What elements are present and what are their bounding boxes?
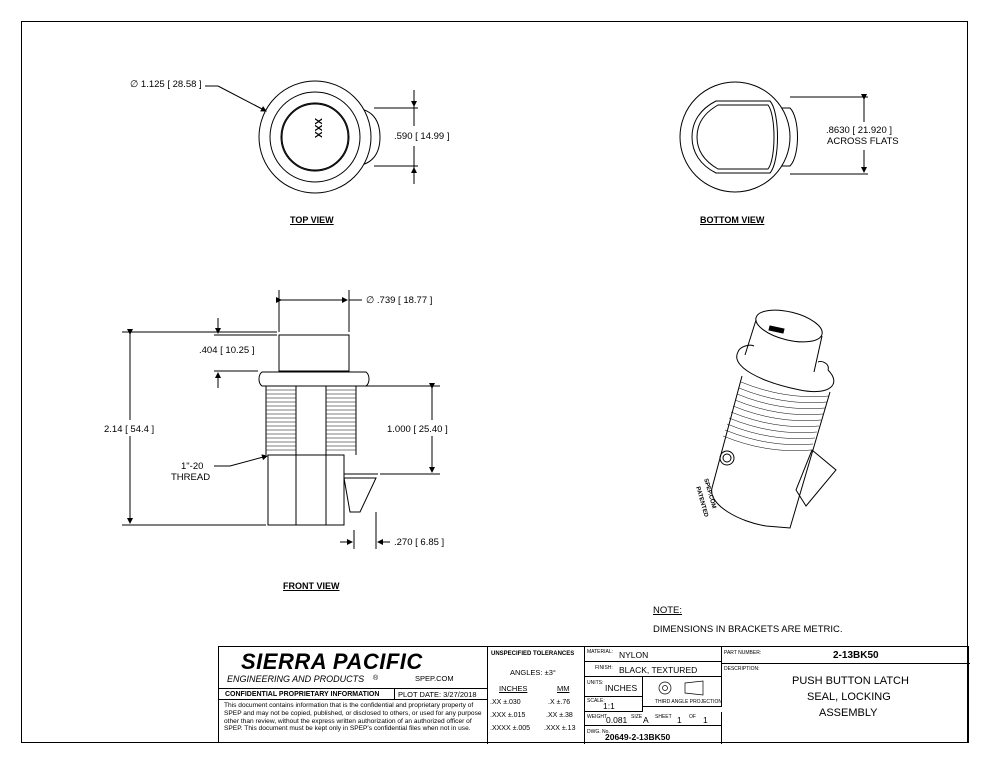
front-view-thread-callout: 1"-20 xyxy=(181,461,204,472)
description-cell: DESCRIPTION: PUSH BUTTON LATCH SEAL, LOC… xyxy=(722,664,970,744)
description-label: DESCRIPTION: xyxy=(724,666,760,672)
front-view-thread-label: THREAD xyxy=(171,472,211,483)
part-number-label: PART NUMBER: xyxy=(724,650,762,656)
front-view-threads-left xyxy=(265,386,297,455)
projection-cell: THIRD ANGLE PROJECTION xyxy=(643,677,722,707)
tolerance-inch-row: .XXXX ±.005 xyxy=(490,725,531,732)
front-view-tab-dim: .270 [ 6.85 ] xyxy=(394,537,445,548)
company-subtitle: ENGINEERING AND PRODUCTS xyxy=(227,674,365,684)
note-text: DIMENSIONS IN BRACKETS ARE METRIC. xyxy=(653,624,843,635)
top-view-cap xyxy=(280,102,350,172)
iso-cap xyxy=(744,319,823,373)
iso-flange xyxy=(736,351,835,393)
front-view-title: FRONT VIEW xyxy=(283,581,340,591)
front-view-thread-lines xyxy=(266,389,356,451)
tolerance-mm-row: .XX ±.38 xyxy=(546,712,573,719)
bottom-view-flats-label: ACROSS FLATS xyxy=(827,136,899,147)
tolerances-heading: UNSPECIFIED TOLERANCES xyxy=(491,651,575,657)
bottom-view-drawing xyxy=(679,81,868,193)
size-value: A xyxy=(643,715,649,725)
description-line: SEAL, LOCKING xyxy=(807,691,891,703)
note-heading: NOTE: xyxy=(653,605,683,616)
confidential-text: This document contains information that … xyxy=(224,702,482,733)
dwg-number: 20649-2-13BK50 xyxy=(605,732,671,742)
front-view-tab xyxy=(343,477,377,513)
tolerance-inch-row: .XX ±.030 xyxy=(490,699,521,706)
front-view-lower-body xyxy=(267,454,345,526)
registered-mark-icon: ® xyxy=(373,675,379,682)
top-view-flange xyxy=(258,80,372,194)
bottom-view-title: BOTTOM VIEW xyxy=(700,215,765,225)
tolerances-inches-label: INCHES xyxy=(499,684,528,693)
top-view-body xyxy=(269,91,361,183)
isometric-view-drawing xyxy=(711,309,837,529)
third-angle-projection-icon xyxy=(658,680,704,696)
tolerance-mm-row: .X ±.76 xyxy=(548,699,571,706)
tolerances-mm-label: MM xyxy=(557,684,570,693)
tolerance-mm-row: .XXX ±.13 xyxy=(544,725,576,732)
weight-value: 0.081 xyxy=(606,715,628,725)
finish-value: BLACK, TEXTURED xyxy=(619,665,698,675)
plot-date: PLOT DATE: 3/27/2018 xyxy=(398,690,477,699)
part-number: 2-13BK50 xyxy=(833,650,879,661)
finish-label: FINISH: xyxy=(595,665,613,671)
sheet-value: 1 xyxy=(677,715,682,725)
confidential-heading: CONFIDENTIAL PROPRIETARY INFORMATION xyxy=(225,691,380,698)
units-value: INCHES xyxy=(605,683,638,693)
size-label: SIZE xyxy=(631,714,643,720)
tolerance-inch-row: .XXX ±.015 xyxy=(490,712,526,719)
top-view-cap-marking: XXX xyxy=(312,117,324,139)
scale-label: SCALE: xyxy=(587,698,605,704)
front-view-drawing xyxy=(122,290,440,549)
front-view-cap xyxy=(278,334,350,372)
description-line: ASSEMBLY xyxy=(819,707,878,719)
front-view-thread-length-dim: 1.000 [ 25.40 ] xyxy=(387,424,448,435)
top-view-tab xyxy=(351,107,381,167)
front-view-cap-diameter-dim: ∅ .739 [ 18.77 ] xyxy=(366,295,433,306)
front-view-flange xyxy=(258,371,370,387)
top-view-height-dim: .590 [ 14.99 ] xyxy=(394,131,450,142)
weight-label: WEIGHT xyxy=(587,714,607,720)
tolerances-section: UNSPECIFIED TOLERANCES ANGLES: ±3° INCHE… xyxy=(488,647,585,744)
of-label: OF xyxy=(689,714,696,720)
bottom-view-flat-tab xyxy=(770,107,798,167)
top-view-title: TOP VIEW xyxy=(290,215,334,225)
tolerances-angles: ANGLES: ±3° xyxy=(510,668,556,677)
title-block: SIERRA PACIFIC ENGINEERING AND PRODUCTS … xyxy=(218,646,970,744)
iso-tab xyxy=(795,449,837,507)
material-value: NYLON xyxy=(619,650,649,660)
bottom-view-flange xyxy=(679,81,791,193)
company-name: SIERRA PACIFIC xyxy=(241,649,423,674)
company-website: SPEP.COM xyxy=(415,674,454,683)
title-block-company: SIERRA PACIFIC ENGINEERING AND PRODUCTS … xyxy=(219,647,488,689)
sheet-total: 1 xyxy=(703,715,708,725)
dwg-label: DWG. No. xyxy=(587,729,610,735)
iso-dial xyxy=(719,450,735,466)
units-label: UNITS: xyxy=(587,680,604,686)
front-view-cap-height-dim: .404 [ 10.25 ] xyxy=(199,345,255,356)
top-view-drawing xyxy=(205,80,418,194)
top-view-diameter-dim: ∅ 1.125 [ 28.58 ] xyxy=(130,79,202,90)
material-label: MATERIAL: xyxy=(587,649,614,655)
projection-label: THIRD ANGLE PROJECTION xyxy=(655,699,722,705)
front-view-overall-dim: 2.14 [ 54.4 ] xyxy=(104,424,155,435)
scale-value: 1:1 xyxy=(603,701,615,711)
bottom-view-flats xyxy=(691,100,778,174)
iso-cap-top xyxy=(755,309,823,343)
iso-threads xyxy=(722,381,830,451)
iso-logo xyxy=(768,325,785,334)
description-line: PUSH BUTTON LATCH xyxy=(792,675,909,687)
iso-body xyxy=(711,375,831,529)
bottom-view-flats-dim: .8630 [ 21.920 ] xyxy=(826,125,893,136)
sheet-label: SHEET xyxy=(655,714,672,720)
